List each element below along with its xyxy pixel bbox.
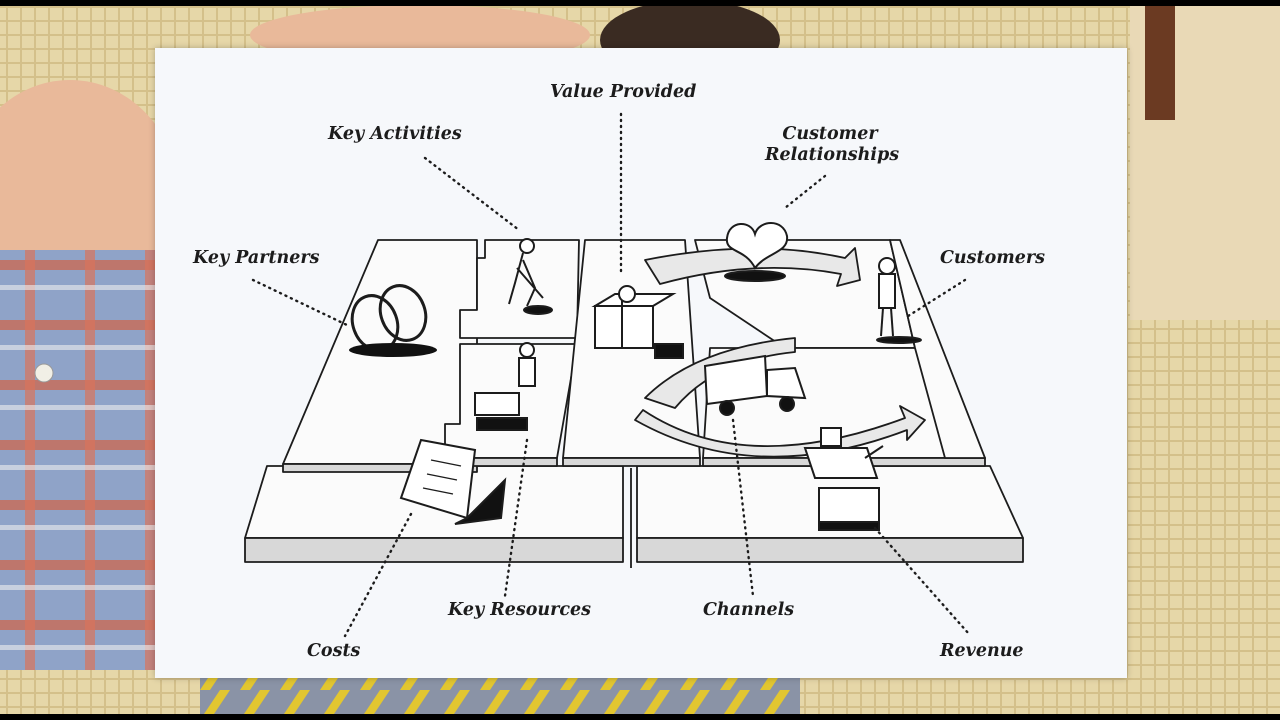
customers-block	[889, 239, 986, 459]
leader-revenue	[873, 526, 971, 636]
working-person-icon	[474, 342, 536, 431]
label-customer-relationships-line2: Relationships	[765, 145, 900, 165]
document-icon	[399, 438, 507, 525]
leader-costs	[343, 512, 413, 638]
label-channels: Channels	[703, 600, 795, 620]
gift-icon	[591, 285, 684, 359]
heart-icon	[724, 222, 789, 282]
cash-register-icon	[803, 427, 884, 531]
digging-person-icon	[508, 238, 553, 315]
leader-key-activities	[423, 156, 521, 232]
leader-channels	[731, 418, 755, 598]
rings-icon	[349, 284, 437, 357]
business-model-canvas-card: Value Provided Key Activities Customer R…	[155, 48, 1127, 678]
label-value-provided: Value Provided	[550, 82, 697, 102]
label-customer-relationships: Customer Relationships	[765, 124, 900, 166]
label-key-resources: Key Resources	[448, 600, 592, 620]
leader-key-resources	[503, 438, 529, 598]
label-revenue: Revenue	[940, 641, 1024, 661]
leader-customers	[903, 278, 967, 320]
label-key-partners: Key Partners	[193, 248, 320, 268]
standing-person-icon	[876, 257, 922, 344]
label-costs: Costs	[307, 641, 361, 661]
business-model-diagram	[244, 112, 1024, 638]
label-customer-relationships-line1: Customer	[782, 124, 878, 144]
truck-icon	[703, 354, 807, 416]
label-customers: Customers	[940, 248, 1045, 268]
leader-key-partners	[251, 278, 351, 328]
leader-customer-relationships	[783, 174, 827, 210]
label-key-activities: Key Activities	[328, 124, 462, 144]
key-activities-block	[459, 239, 580, 339]
